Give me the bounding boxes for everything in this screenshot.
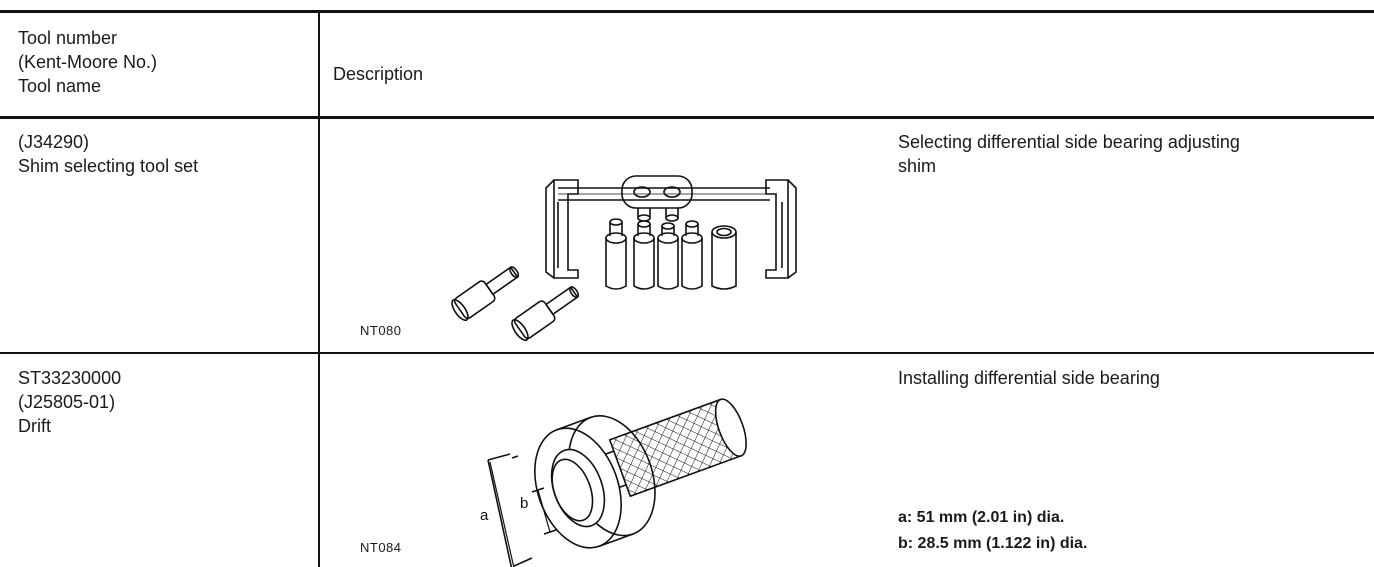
dimension-label-b: b — [520, 495, 528, 512]
spec-a: a: 51 mm (2.01 in) dia. — [898, 509, 1065, 526]
table-top-rule — [0, 10, 1374, 13]
tool-name: Drift — [18, 416, 51, 436]
shim-selecting-tool-set-illustration — [451, 175, 797, 342]
header-kent-moore: (Kent-Moore No.) — [18, 52, 158, 72]
header-tool-name: Tool name — [18, 76, 102, 96]
dimension-label-a: a — [480, 507, 489, 524]
tool-number: ST33230000 — [18, 368, 122, 388]
row-divider — [0, 352, 1374, 354]
tool-description: Selecting differential side bearing adju… — [898, 132, 1240, 176]
tool-number: (J34290) — [18, 132, 90, 152]
spec-b: b: 28.5 mm (1.122 in) dia. — [898, 535, 1088, 552]
header-description: Description — [333, 64, 424, 84]
header-rule — [0, 116, 1374, 119]
header-tool-number: Tool number — [18, 28, 118, 48]
tool-description: Installing differential side bearing — [898, 368, 1160, 388]
tool-name: Shim selecting tool set — [18, 156, 199, 176]
figure-code: NT080 — [360, 323, 402, 338]
kent-moore-number: (J25805-01) — [18, 392, 116, 412]
drift-illustration: a b — [480, 398, 747, 567]
figure-code: NT084 — [360, 540, 402, 555]
column-divider — [318, 10, 320, 567]
